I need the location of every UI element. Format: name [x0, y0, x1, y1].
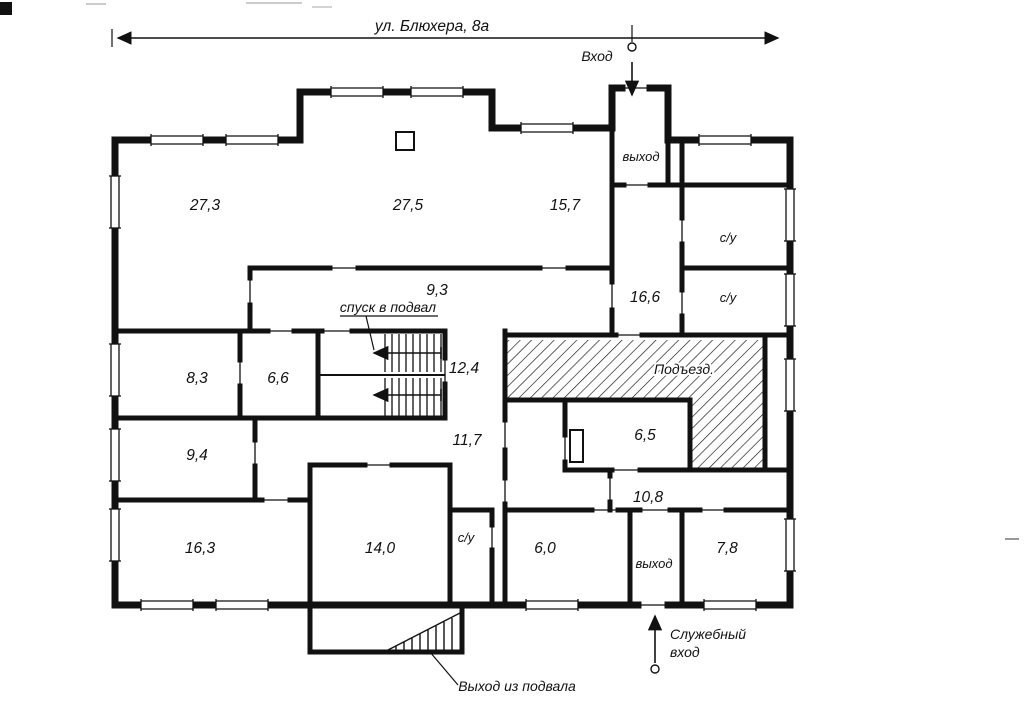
lobby-label: Подъезд.: [654, 361, 714, 377]
room-label-9-3: 9,3: [426, 282, 448, 299]
room-label-su-bottom: с/у: [458, 530, 476, 545]
entrance-axis-marker: [627, 42, 637, 52]
room-label-6-5: 6,5: [634, 427, 656, 444]
interior-walls: [112, 125, 793, 655]
room-label-6-0: 6,0: [534, 540, 556, 557]
basement-descent-label: спуск в подвал: [340, 299, 436, 315]
basement-stairs: [318, 334, 445, 416]
scan-artifacts: [0, 2, 1019, 540]
room-label-6-6: 6,6: [267, 370, 289, 387]
room-label-27-3: 27,3: [189, 197, 221, 214]
wall-pier-detail: [395, 131, 415, 151]
service-entrance-arrow-icon: [647, 614, 663, 674]
door-openings: [239, 87, 726, 606]
lobby-hatch-area: [505, 340, 765, 468]
room-label-14-0: 14,0: [365, 540, 396, 557]
service-entrance-label-line1: Служебный: [670, 626, 746, 642]
room-label-su-top-1: с/у: [720, 230, 738, 245]
exit-bottom-label: выход: [635, 556, 672, 571]
room-label-8-3: 8,3: [186, 370, 208, 387]
basement-exit-stairs: [387, 612, 461, 651]
room-label-su-top-2: с/у: [720, 290, 738, 305]
entrance-label: Вход: [581, 48, 613, 64]
room-label-16-3: 16,3: [185, 540, 216, 557]
basement-exit-label: Выход из подвала: [458, 678, 576, 694]
room-label-7-8: 7,8: [716, 540, 738, 557]
service-axis-marker: [650, 664, 660, 674]
service-entrance-label-line2: вход: [670, 644, 700, 660]
room-label-15-7: 15,7: [550, 197, 582, 214]
room-label-27-5: 27,5: [392, 197, 424, 214]
street-line: [111, 25, 780, 52]
room-label-16-6: 16,6: [630, 289, 661, 306]
exit-top-label: выход: [622, 149, 659, 164]
room-label-9-4: 9,4: [186, 447, 208, 464]
door-leaf-detail: [569, 429, 584, 463]
room-label-11-7: 11,7: [452, 432, 482, 449]
room-label-12-4: 12,4: [449, 360, 480, 377]
leader-lines: [340, 315, 459, 686]
street-label: ул. Блюхера, 8а: [374, 18, 490, 35]
room-label-10-8: 10,8: [633, 489, 664, 506]
